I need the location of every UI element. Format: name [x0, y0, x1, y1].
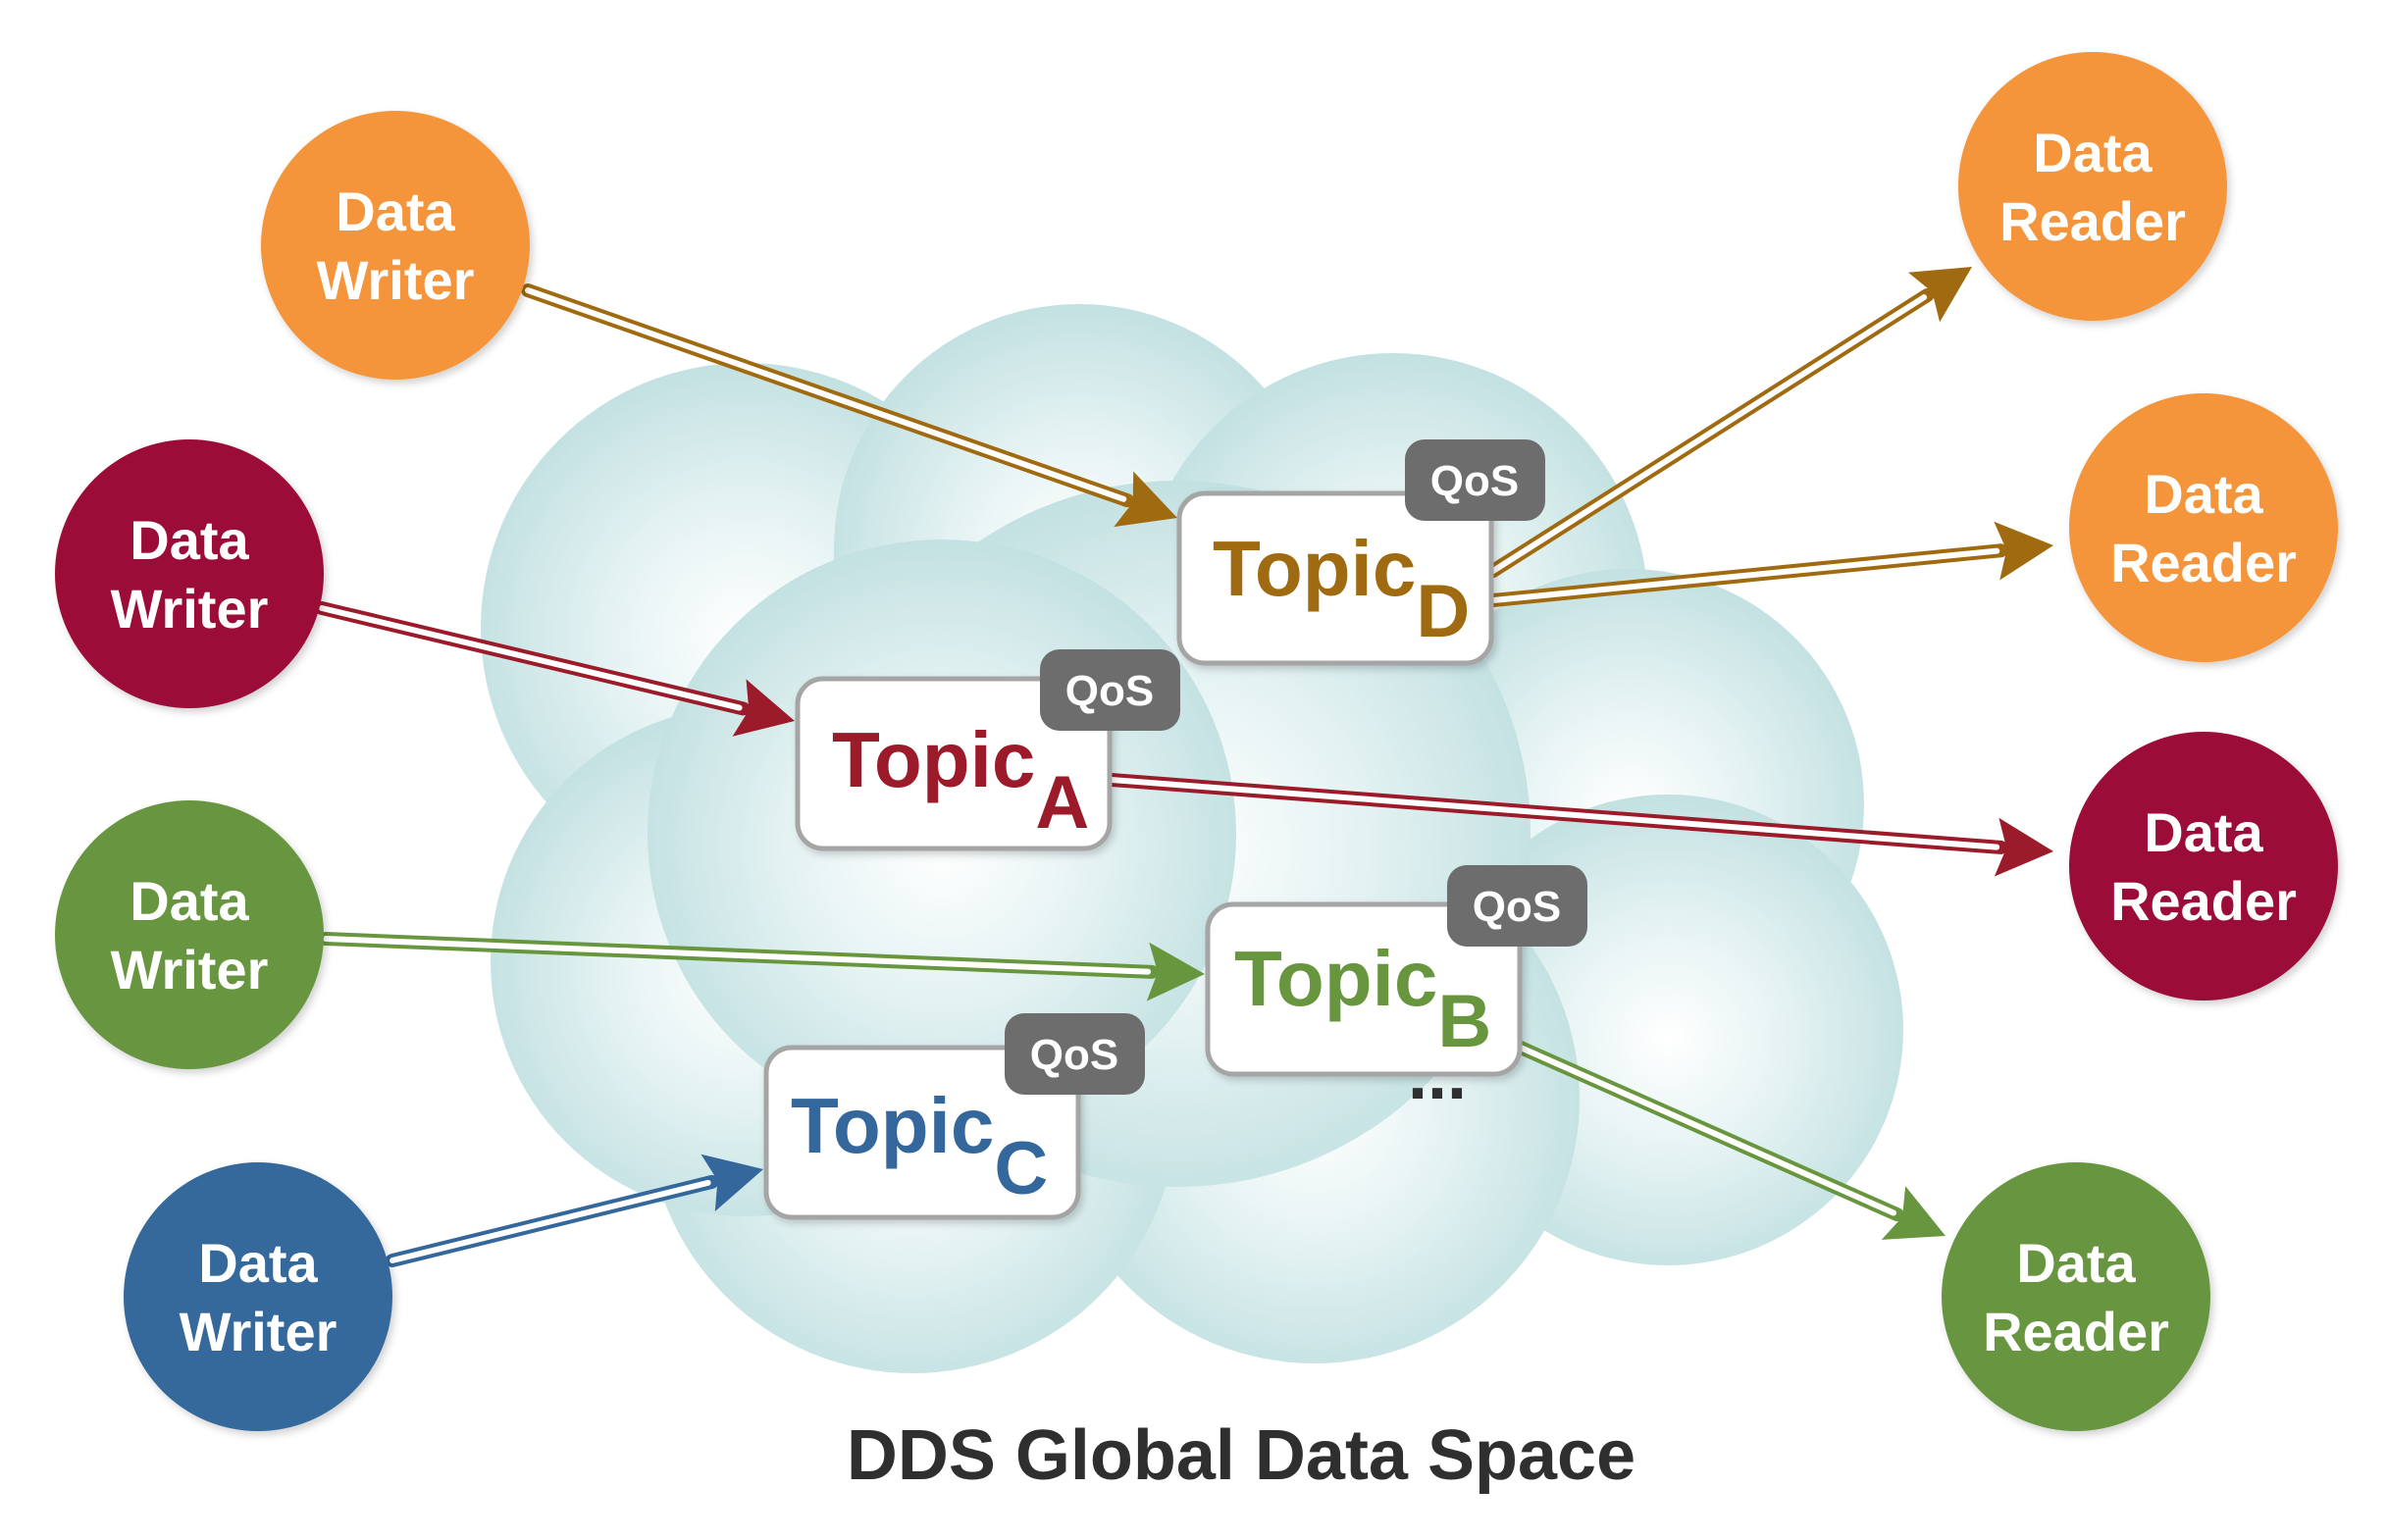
arrow-writer-maroon-to-topic-a-head — [732, 679, 795, 737]
topic-b-title: TopicB — [1234, 935, 1491, 1063]
writer-maroon-line2: Writer — [111, 578, 269, 640]
writer-maroon-line1: Data — [130, 509, 249, 571]
reader-maroon-line1: Data — [2144, 801, 2263, 863]
diagram-caption: DDS Global Data Space — [847, 1416, 1635, 1495]
arrow-topic-b-to-reader-green-head — [1881, 1186, 1946, 1240]
arrow-writer-green-to-topic-b-shaft-inner — [323, 936, 1152, 975]
writer-orange: Data Writer — [261, 111, 530, 380]
arrow-topic-d-to-reader-orange-mid — [1486, 521, 2053, 607]
global-data-space-cloud — [481, 304, 1903, 1373]
topic-c-main: Topic — [791, 1082, 994, 1169]
reader-maroon-circle — [2069, 732, 2338, 1001]
topic-d-title: TopicD — [1213, 525, 1470, 653]
topic-a-main: Topic — [832, 716, 1035, 803]
arrow-writer-blue-to-topic-c — [386, 1154, 763, 1267]
reader-orange-top-line1: Data — [2033, 122, 2153, 183]
topic-a-title: TopicA — [832, 716, 1089, 845]
reader-orange-top: Data Reader — [1958, 52, 2227, 321]
topic-d-qos-badge — [1405, 439, 1545, 521]
topic-c-sub: C — [994, 1127, 1048, 1210]
topic-a-qos-label: QoS — [1065, 667, 1154, 715]
arrow-topic-d-to-reader-orange-top — [1486, 267, 1972, 578]
arrow-writer-maroon-to-topic-a — [315, 601, 795, 737]
arrow-topic-d-to-reader-orange-mid-head — [1994, 521, 2053, 581]
writer-blue-line2: Writer — [180, 1301, 337, 1362]
topic-c-box: QoS TopicC — [763, 1013, 1145, 1220]
arrow-writer-blue-to-topic-c-head — [701, 1154, 763, 1211]
more-topics-ellipsis: ... — [1408, 1036, 1467, 1114]
reader-orange-top-line2: Reader — [1999, 190, 2186, 252]
reader-green-line2: Reader — [1983, 1301, 2169, 1362]
arrow-writer-green-to-topic-b-head — [1146, 942, 1205, 1001]
writer-blue: Data Writer — [124, 1162, 392, 1431]
topic-d-main: Topic — [1213, 525, 1416, 612]
writer-green: Data Writer — [55, 800, 324, 1069]
writer-orange-line1: Data — [336, 180, 455, 242]
reader-green-line1: Data — [2016, 1232, 2136, 1294]
reader-orange-mid-line2: Reader — [2110, 532, 2297, 593]
reader-green-circle — [1942, 1162, 2210, 1431]
arrow-topic-d-to-reader-orange-mid-shaft-inner — [1490, 547, 2000, 603]
topic-b-box: QoS TopicB — [1205, 865, 1587, 1077]
topic-b-qos-label: QoS — [1473, 883, 1561, 931]
topic-c-qos-label: QoS — [1030, 1031, 1118, 1079]
topic-d-box: QoS TopicD — [1176, 439, 1545, 666]
topic-a-box: QoS TopicA — [795, 649, 1180, 851]
writer-orange-line2: Writer — [317, 249, 475, 311]
reader-orange-top-circle — [1958, 52, 2227, 321]
writer-blue-circle — [124, 1162, 392, 1431]
arrows-layer — [315, 267, 2053, 1267]
topic-a-qos-badge — [1040, 649, 1180, 731]
arrow-topic-b-to-reader-green — [1514, 1041, 1946, 1240]
arrow-topic-a-to-reader-maroon-shaft-inner — [1109, 777, 2000, 850]
writer-blue-line1: Data — [198, 1232, 318, 1294]
arrow-writer-maroon-to-topic-a-shaft-inner — [319, 605, 743, 711]
topic-c-title: TopicC — [791, 1082, 1048, 1210]
reader-green: Data Reader — [1942, 1162, 2210, 1431]
writer-green-line1: Data — [130, 870, 249, 932]
topic-c-qos-badge — [1005, 1013, 1145, 1095]
arrow-writer-green-to-topic-b — [319, 932, 1205, 1001]
reader-orange-mid-circle — [2069, 393, 2338, 662]
writer-orange-circle — [261, 111, 530, 380]
arrow-writer-orange-to-topic-d-shaft-inner — [525, 287, 1127, 502]
writer-green-circle — [55, 800, 324, 1069]
arrow-writer-orange-to-topic-d-head — [1114, 471, 1177, 528]
writer-green-line2: Writer — [111, 939, 269, 1001]
topic-a-sub: A — [1035, 761, 1089, 845]
reader-orange-mid-line1: Data — [2144, 463, 2263, 525]
writer-maroon: Data Writer — [55, 439, 324, 708]
arrow-writer-blue-to-topic-c-shaft-inner — [389, 1179, 711, 1263]
topic-b-main: Topic — [1234, 935, 1437, 1022]
arrow-topic-d-to-reader-orange-top-head — [1908, 267, 1972, 323]
reader-orange-mid: Data Reader — [2069, 393, 2338, 662]
topic-b-qos-badge — [1447, 865, 1587, 947]
writer-maroon-circle — [55, 439, 324, 708]
arrow-topic-d-to-reader-orange-top-shaft-inner — [1490, 294, 1928, 574]
topic-b-sub: B — [1437, 980, 1491, 1063]
arrow-writer-orange-to-topic-d — [521, 283, 1177, 528]
arrow-topic-a-to-reader-maroon-head — [1994, 817, 2053, 877]
reader-maroon: Data Reader — [2069, 732, 2338, 1001]
topic-d-sub: D — [1416, 570, 1470, 653]
arrow-topic-b-to-reader-green-shaft-inner — [1518, 1045, 1896, 1216]
topic-d-qos-label: QoS — [1430, 457, 1519, 505]
reader-maroon-line2: Reader — [2110, 870, 2297, 932]
arrow-topic-a-to-reader-maroon — [1105, 773, 2053, 877]
